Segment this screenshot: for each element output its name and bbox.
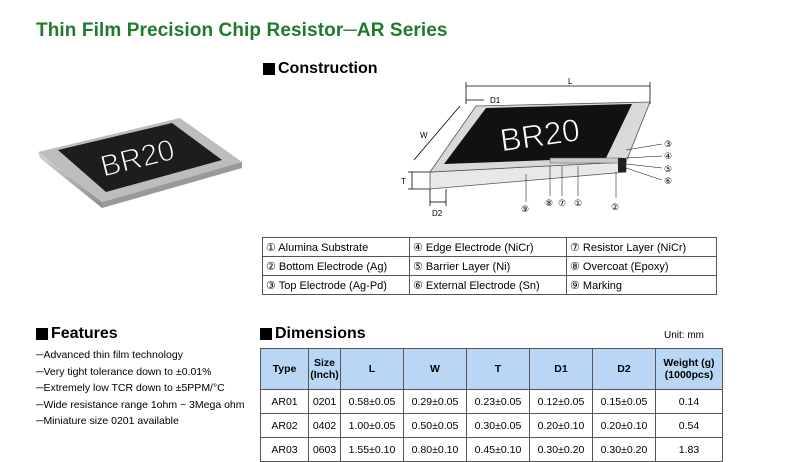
legend-row: ① Alumina Substrate ④ Edge Electrode (Ni… [262,237,717,257]
table-cell: 0.54 [655,413,723,438]
table-cell: 0.14 [655,389,723,414]
table-cell: 0603 [308,437,341,462]
table-cell: 0.45±0.10 [466,437,530,462]
table-header-row: Type Size (Inch) L W T D1 D2 Weight (g) … [260,348,723,390]
callout-5: ⑤ [664,165,672,175]
callout-7: ⑦ [558,199,566,209]
callout-9: ⑨ [521,205,529,215]
column-header: D1 [529,348,593,390]
table-cell: AR02 [260,413,309,438]
legend-cell: ④ Edge Electrode (NiCr) [409,237,567,257]
bullet-square-icon [260,328,272,340]
column-header: Size (Inch) [308,348,341,390]
column-header: Type [260,348,309,390]
legend-cell: ⑥ External Electrode (Sn) [409,275,567,295]
dim-label-D1: D1 [490,96,501,105]
table-cell: 1.83 [655,437,723,462]
table-cell: 0.30±0.20 [592,437,656,462]
construction-diagram: L D1 W T D2 BR20 ③ ④ ⑤ ⑥ ⑨ ⑧ ⑦ ① ② [401,77,672,218]
legend-row: ③ Top Electrode (Ag-Pd) ⑥ External Elect… [262,275,717,295]
callout-1: ① [574,199,582,209]
legend-cell: ⑧ Overcoat (Epoxy) [566,256,717,276]
dim-label-D2: D2 [432,209,443,218]
table-cell: 0.12±0.05 [529,389,593,414]
callout-2: ② [611,203,619,213]
dimensions-heading: Dimensions [260,325,366,343]
dim-label-T: T [401,177,406,186]
legend-cell: ① Alumina Substrate [262,237,410,257]
feature-item: ─Very tight tolerance down to ±0.01% [36,365,212,378]
features-heading: Features [36,325,118,343]
feature-item: ─Advanced thin film technology [36,349,183,361]
table-cell: 0.20±0.10 [592,413,656,438]
column-header: Weight (g) (1000pcs) [655,348,723,390]
legend-cell: ② Bottom Electrode (Ag) [262,256,410,276]
feature-item: ─Extremely low TCR down to ±5PPM/°C [36,382,225,394]
table-cell: 1.55±0.10 [340,437,404,462]
legend-cell: ⑨ Marking [566,275,717,295]
table-cell: 0.80±0.10 [403,437,467,462]
chip-photo: BR20 [38,118,242,208]
construction-heading-label: Construction [278,60,378,77]
dimensions-heading-label: Dimensions [275,325,366,342]
table-row: AR03 0603 1.55±0.10 0.80±0.10 0.45±0.10 … [260,437,723,462]
dimensions-table: Type Size (Inch) L W T D1 D2 Weight (g) … [260,348,723,462]
table-cell: 0.30±0.05 [466,413,530,438]
legend-row: ② Bottom Electrode (Ag) ⑤ Barrier Layer … [262,256,717,276]
column-header: D2 [592,348,656,390]
unit-label: Unit: mm [664,330,704,341]
table-cell: 0.29±0.05 [403,389,467,414]
callout-8: ⑧ [545,199,553,209]
construction-heading: Construction [263,60,378,78]
callout-4: ④ [664,152,672,162]
table-cell: 0402 [308,413,341,438]
features-heading-label: Features [51,325,118,342]
dim-label-L: L [568,77,573,86]
column-header: W [403,348,467,390]
table-cell: 1.00±0.05 [340,413,404,438]
table-cell: 0.58±0.05 [340,389,404,414]
table-row: AR01 0201 0.58±0.05 0.29±0.05 0.23±0.05 … [260,389,723,414]
features-list: ─Advanced thin film technology ─Very tig… [36,347,245,430]
legend-cell: ⑦ Resistor Layer (NiCr) [566,237,717,257]
table-cell: 0.15±0.05 [592,389,656,414]
column-header: L [340,348,404,390]
column-header: T [466,348,530,390]
table-row: AR02 0402 1.00±0.05 0.50±0.05 0.30±0.05 … [260,413,723,438]
construction-legend-table: ① Alumina Substrate ④ Edge Electrode (Ni… [262,237,717,295]
callout-3: ③ [664,140,672,150]
table-cell: 0.30±0.20 [529,437,593,462]
dim-label-W: W [420,131,428,140]
table-cell: 0.20±0.10 [529,413,593,438]
table-cell: AR01 [260,389,309,414]
table-cell: 0.23±0.05 [466,389,530,414]
legend-cell: ⑤ Barrier Layer (Ni) [409,256,567,276]
feature-item: ─Wide resistance range 1ohm ~ 3Mega ohm [36,398,245,411]
table-cell: 0.50±0.05 [403,413,467,438]
feature-item: ─Miniature size 0201 available [36,415,179,427]
bullet-square-icon [263,63,275,75]
legend-cell: ③ Top Electrode (Ag-Pd) [262,275,410,295]
page-title: Thin Film Precision Chip Resistor─AR Ser… [36,20,448,41]
callout-6: ⑥ [664,177,672,187]
table-cell: 0201 [308,389,341,414]
bullet-square-icon [36,328,48,340]
table-cell: AR03 [260,437,309,462]
